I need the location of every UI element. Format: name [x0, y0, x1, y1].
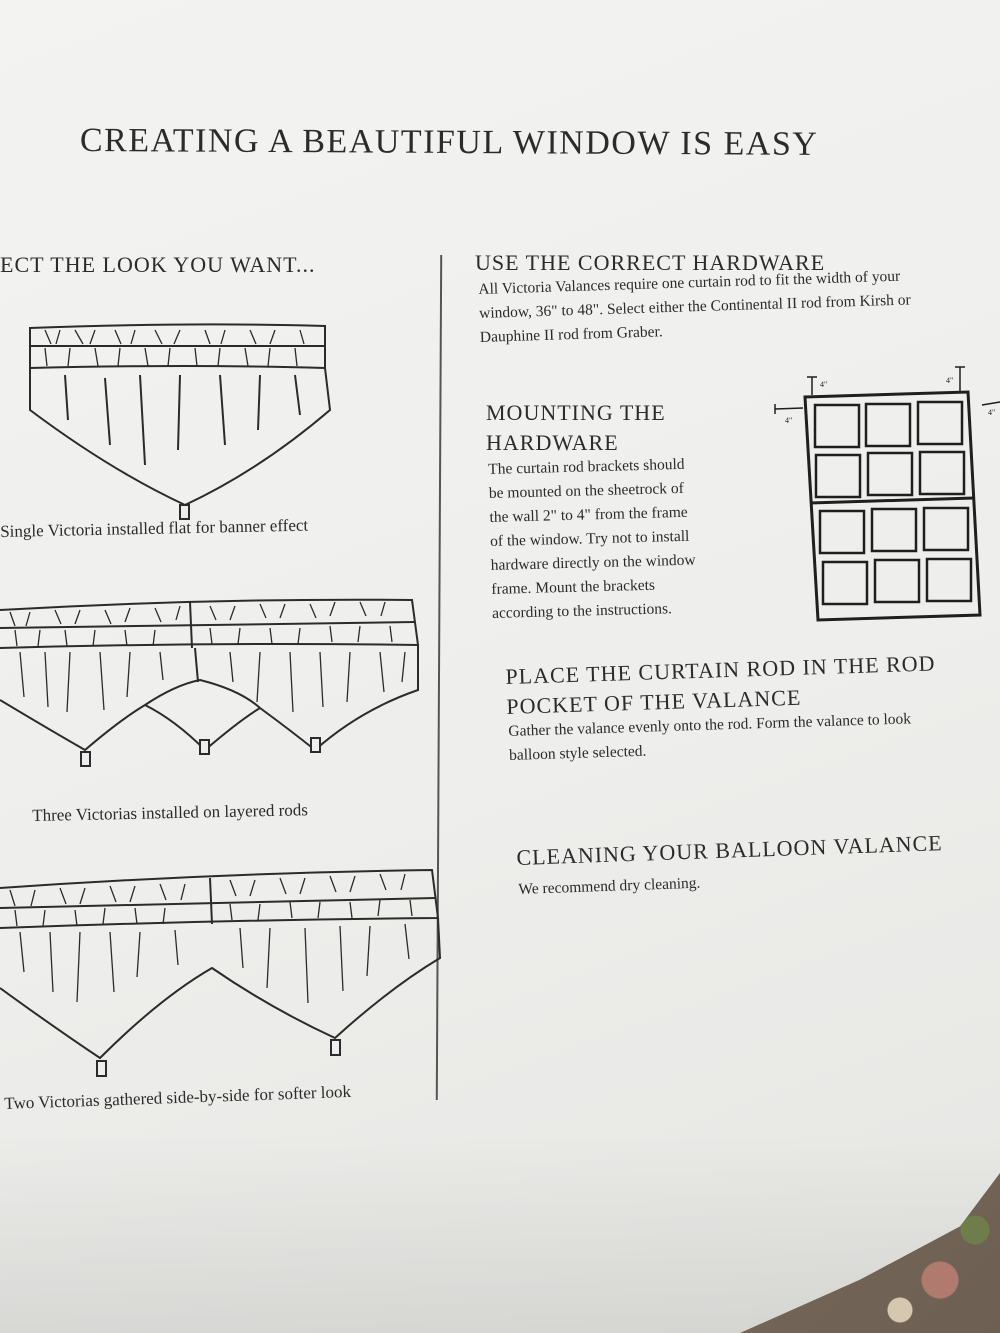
mounting-heading: MOUNTING THE HARDWARE [486, 400, 666, 455]
mounting-text: The curtain rod brackets should be mount… [488, 455, 696, 622]
two-valances-illustration [0, 868, 442, 1077]
look-heading: ECT THE LOOK YOU WANT... [0, 252, 316, 277]
diagram-label-left: 4" [785, 416, 792, 425]
window-mounting-diagram: 4" 4" 4" 4" [774, 366, 1000, 622]
hardware-text: All Victoria Valances require one curtai… [478, 267, 911, 346]
page-title: CREATING A BEAUTIFUL WINDOW IS EASY [79, 122, 819, 163]
three-valances-illustration [0, 598, 420, 767]
single-valance-illustration [29, 323, 332, 520]
diagram-label-right: 4" [988, 408, 995, 417]
diagram-label-top-left: 4" [820, 380, 827, 389]
diagram-label-top-right: 4" [946, 376, 953, 385]
hardware-heading: USE THE CORRECT HARDWARE [475, 250, 826, 275]
